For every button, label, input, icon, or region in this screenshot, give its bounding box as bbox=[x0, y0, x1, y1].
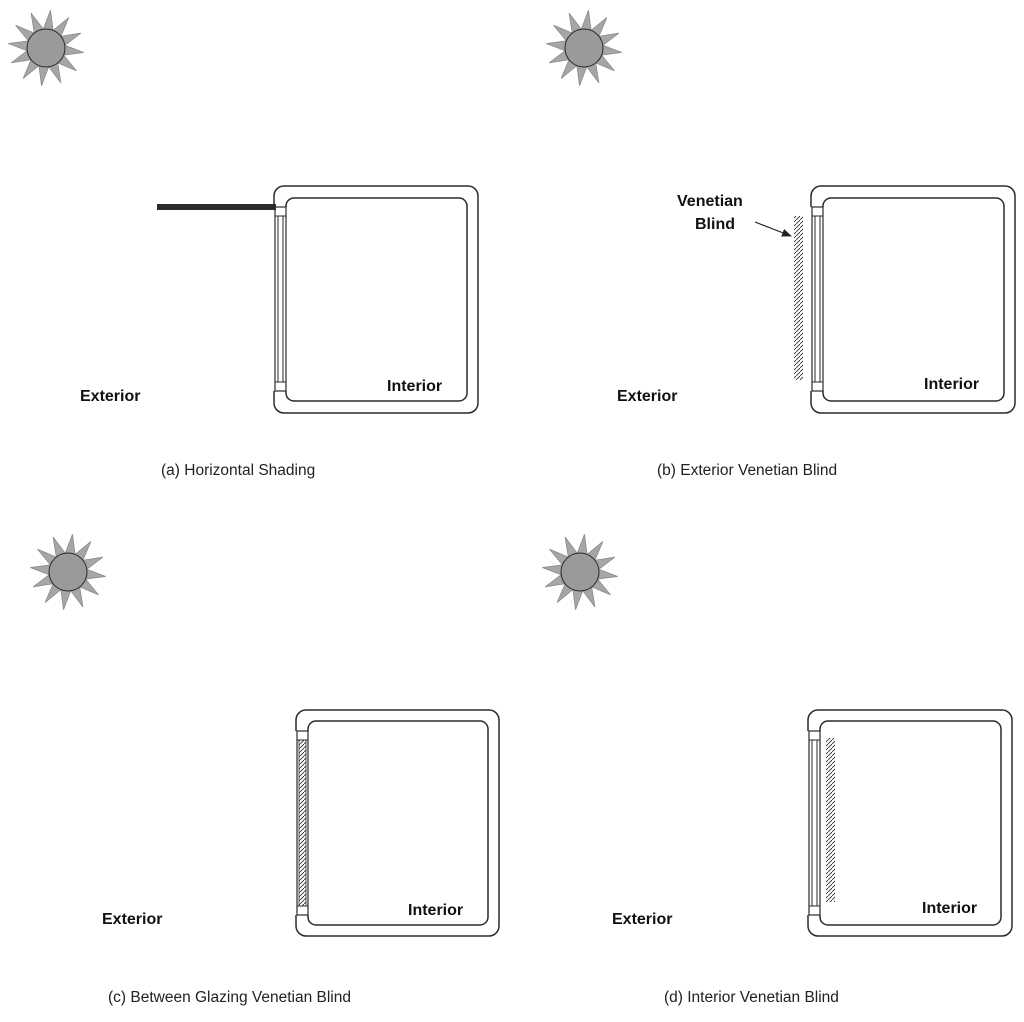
panel-d: Exterior Interior (d) Interior Venetian … bbox=[542, 534, 1013, 1006]
room-inner-wall bbox=[822, 197, 1005, 402]
room-inner-wall bbox=[819, 720, 1002, 926]
interior-venetian-blind bbox=[826, 738, 835, 902]
caption: (b) Exterior Venetian Blind bbox=[657, 462, 837, 479]
exterior-label: Exterior bbox=[80, 388, 140, 405]
panel-b: Venetian Blind Exterior Interior (b) Ext… bbox=[546, 10, 1016, 479]
panel-a: Exterior Interior (a) Horizontal Shading bbox=[8, 10, 479, 479]
window bbox=[806, 730, 821, 916]
room-inner-wall bbox=[285, 197, 468, 402]
between-glazing-venetian-blind bbox=[298, 739, 307, 907]
interior-label: Interior bbox=[387, 378, 442, 395]
blind-pointer-arrow bbox=[754, 221, 792, 237]
horizontal-shading-bar bbox=[157, 204, 276, 210]
exterior-label: Exterior bbox=[617, 388, 677, 405]
exterior-label: Exterior bbox=[102, 911, 162, 928]
sun-disc bbox=[48, 552, 88, 592]
sun-disc bbox=[26, 28, 66, 68]
sun-disc bbox=[560, 552, 600, 592]
caption: (c) Between Glazing Venetian Blind bbox=[108, 989, 351, 1006]
sun-icon bbox=[546, 10, 622, 86]
window bbox=[809, 206, 824, 392]
interior-label: Interior bbox=[922, 900, 977, 917]
blind-label-line1: Venetian bbox=[677, 193, 743, 210]
room-inner-wall bbox=[307, 720, 489, 926]
sun-icon bbox=[542, 534, 618, 610]
interior-label: Interior bbox=[924, 376, 979, 393]
sun-icon bbox=[8, 10, 84, 86]
window bbox=[294, 730, 309, 916]
window bbox=[272, 206, 287, 392]
exterior-label: Exterior bbox=[612, 911, 672, 928]
caption: (a) Horizontal Shading bbox=[161, 462, 315, 479]
sun-disc bbox=[564, 28, 604, 68]
interior-label: Interior bbox=[408, 902, 463, 919]
blind-label-line2: Blind bbox=[695, 216, 735, 233]
sun-icon bbox=[30, 534, 106, 610]
panel-c: Exterior Interior (c) Between Glazing Ve… bbox=[30, 534, 500, 1006]
exterior-venetian-blind bbox=[794, 216, 803, 380]
caption: (d) Interior Venetian Blind bbox=[664, 989, 839, 1006]
